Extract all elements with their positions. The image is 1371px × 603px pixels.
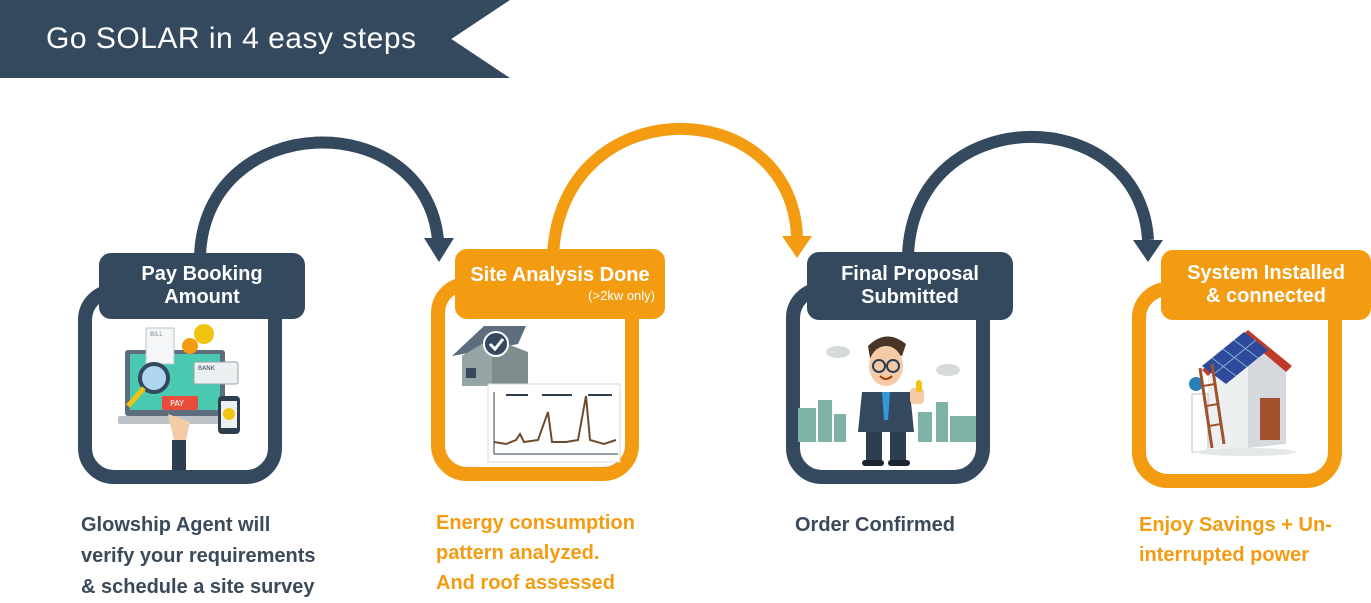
step-1-title: Pay Booking Amount [99, 253, 305, 319]
svg-text:BANK: BANK [198, 365, 216, 372]
solar-house-installer-illustration [1189, 330, 1296, 456]
arrow-step3-to-step4 [902, 130, 1154, 257]
businessman-thumbs-up-illustration [798, 336, 976, 466]
arrow-step1-to-step2 [194, 136, 444, 257]
checkmark-icon [483, 331, 509, 357]
arrow-step2-to-step3 [547, 123, 803, 257]
coin-icon [194, 324, 214, 344]
magnifier-icon [138, 362, 170, 394]
step-3-title: Final Proposal Submitted [807, 252, 1013, 320]
step-4-title: System Installed & connected [1161, 250, 1371, 320]
svg-text:PAY: PAY [170, 399, 184, 408]
page-title: Go SOLAR in 4 easy steps [46, 22, 417, 55]
step-2-description: Energy consumption pattern analyzed. And… [436, 512, 635, 594]
step-3-description: Order Confirmed [795, 514, 956, 536]
arrowhead-step4-icon [1133, 240, 1163, 262]
step-2-title: Site Analysis Done (>2kw only) [455, 249, 665, 319]
step-1-description: Glowship Agent will verify your requirem… [81, 514, 316, 598]
step-4-description: Enjoy Savings + Un- interrupted power [1139, 514, 1332, 566]
house-energy-chart-illustration [452, 326, 621, 463]
header-banner [0, 0, 510, 78]
arrowhead-step2-icon [424, 238, 454, 262]
check-icon [223, 408, 235, 420]
arrowhead-step3-icon [782, 236, 812, 258]
booking-payment-illustration: BILL BANK PAY [118, 324, 240, 470]
svg-text:BILL: BILL [150, 331, 163, 338]
